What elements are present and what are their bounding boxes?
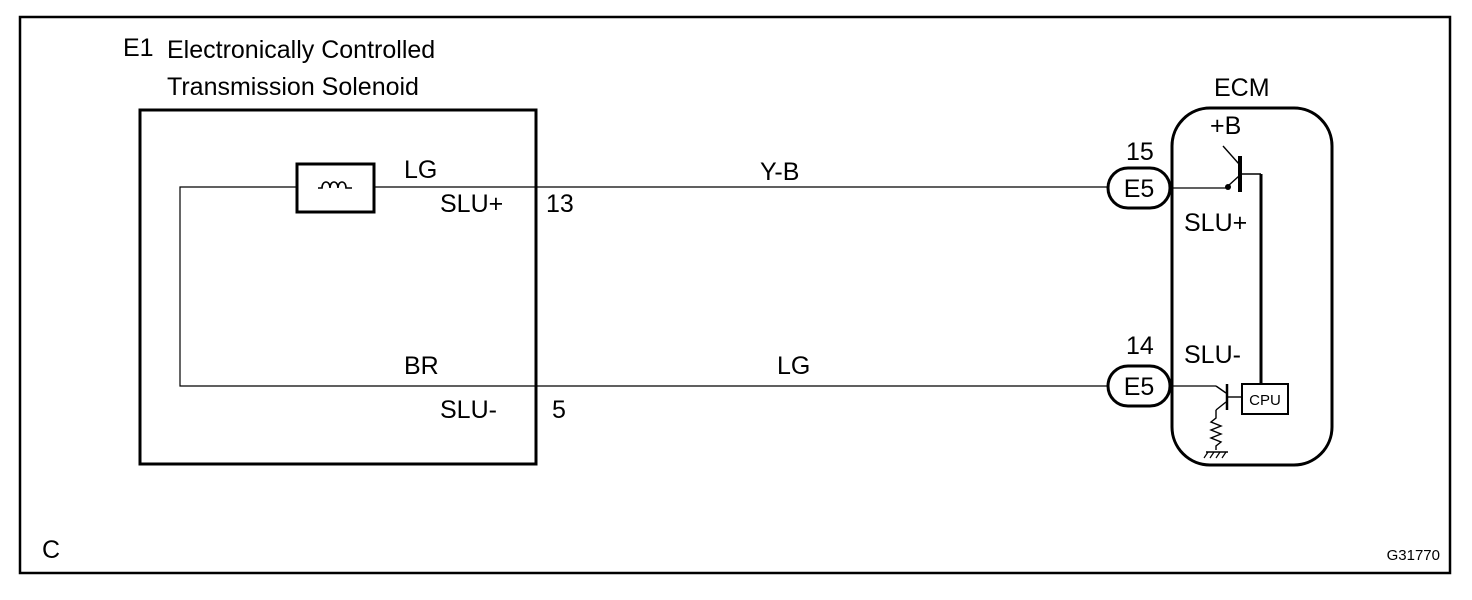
solenoid-terminal-plus: 13: [546, 190, 574, 218]
ecm-box: [1170, 106, 1334, 467]
high-side-transistor-icon: [1222, 145, 1261, 192]
solenoid-coil-icon: [295, 162, 376, 214]
solenoid-box: [138, 108, 538, 466]
resistor-icon: [1209, 410, 1223, 450]
solenoid-pin-plus: SLU+: [440, 190, 503, 218]
component-name-line2: Transmission Solenoid: [167, 73, 419, 101]
corner-letter: C: [42, 536, 60, 564]
ecm-pin-minus: SLU-: [1184, 341, 1241, 369]
solenoid-terminal-minus: 5: [552, 396, 566, 424]
solenoid-internal-wire: [179, 186, 536, 387]
ecm-supply-label: +B: [1210, 112, 1241, 140]
ground-icon: [1203, 451, 1228, 459]
diagram-frame: [18, 15, 1452, 575]
component-ref: E1: [123, 34, 154, 62]
figure-id: G31770: [1387, 547, 1440, 564]
harness-lower-color: LG: [777, 352, 810, 380]
connector-upper-id: E5: [1124, 175, 1155, 203]
solenoid-pin-minus: SLU-: [440, 396, 497, 424]
connector-lower-id: E5: [1124, 373, 1155, 401]
harness-upper-color: Y-B: [760, 158, 799, 186]
cpu-label: CPU: [1249, 392, 1281, 409]
cpu-block: [1241, 383, 1289, 415]
connector-upper-pin: 15: [1126, 138, 1154, 166]
return-wire-color: BR: [404, 352, 439, 380]
ecm-pin-plus: SLU+: [1184, 209, 1247, 237]
coil-wire-color: LG: [404, 156, 437, 184]
connector-lower-pin: 14: [1126, 332, 1154, 360]
ecm-title: ECM: [1214, 74, 1270, 102]
component-name-line1: Electronically Controlled: [167, 36, 435, 64]
low-side-transistor-icon: [1215, 384, 1242, 411]
